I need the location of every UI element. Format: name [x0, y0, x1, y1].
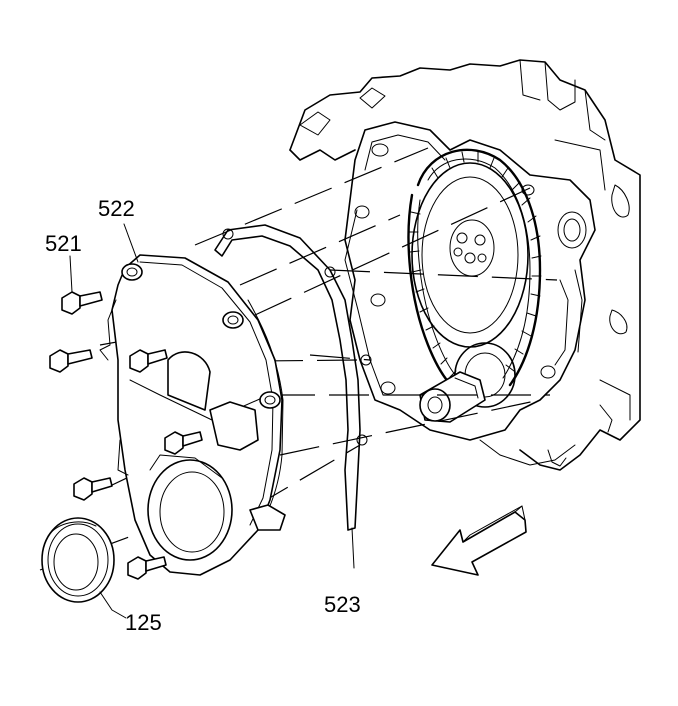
front-cover-gasket	[214, 224, 372, 531]
timing-chain-assembly	[407, 148, 542, 423]
leader-lines	[69, 223, 355, 619]
callout-125: 125	[125, 610, 162, 635]
cover-bolts	[49, 291, 203, 580]
callout-522: 522	[98, 196, 135, 221]
callout-521: 521	[45, 231, 82, 256]
front-direction-arrow	[431, 505, 527, 576]
crankshaft-front-oil-seal	[41, 517, 115, 603]
timing-front-cover	[99, 254, 286, 576]
engine-block	[289, 59, 641, 471]
callout-523: 523	[324, 592, 361, 617]
